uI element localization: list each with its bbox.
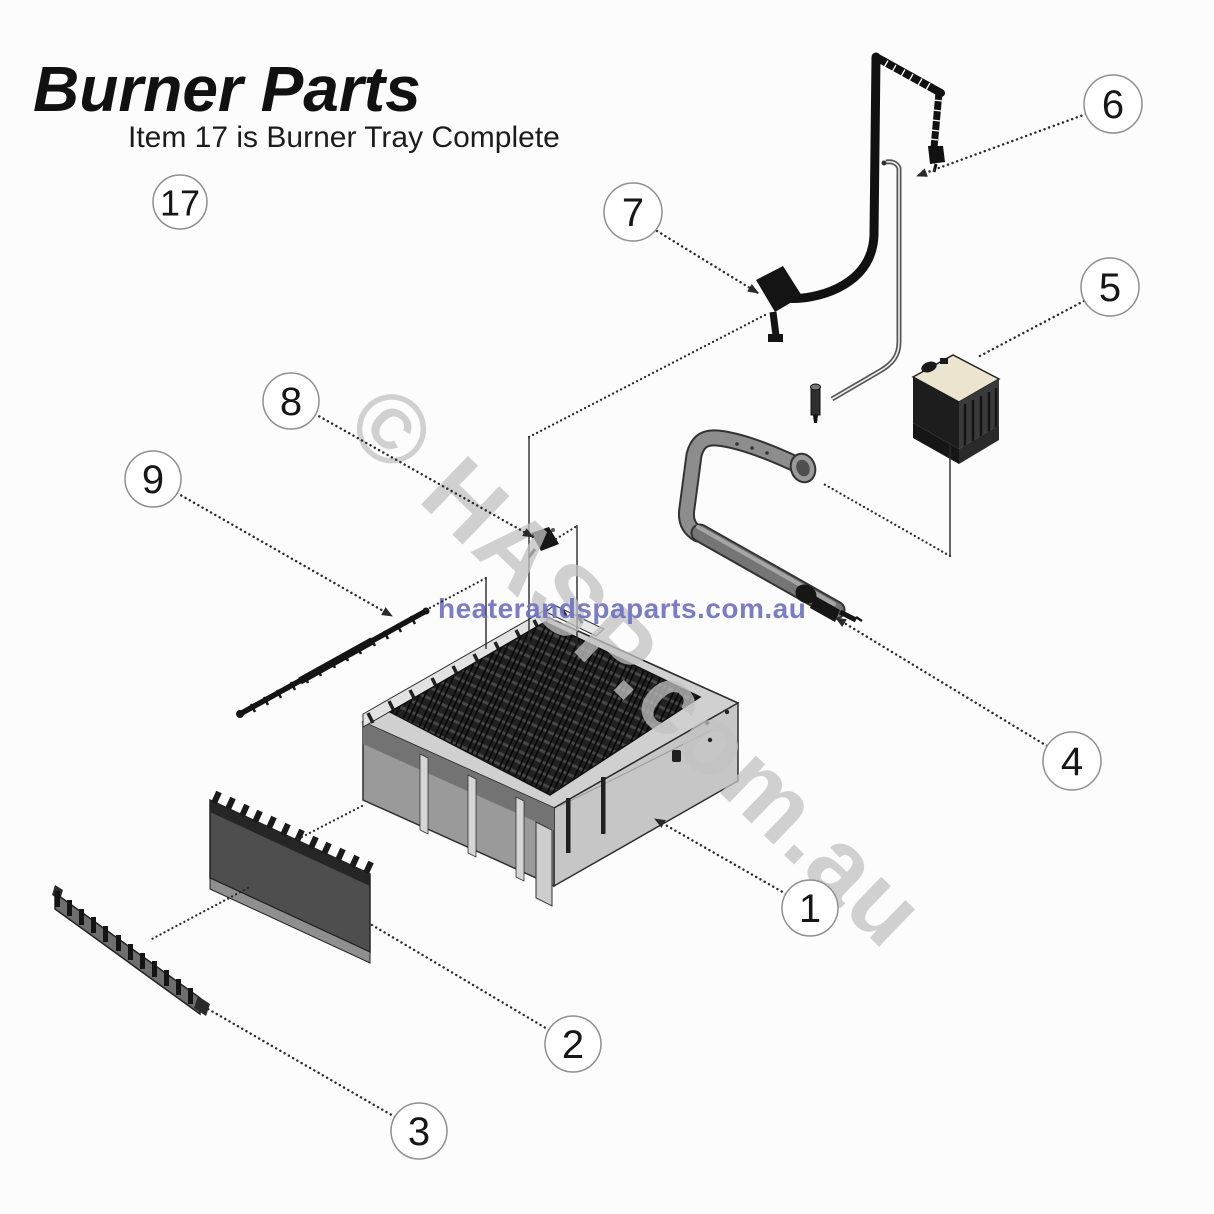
gas-valve-part [911,354,1001,464]
callout-9: 9 [124,450,182,508]
callout-5: 5 [1080,257,1140,317]
burner-tubes [388,621,702,796]
callout-7: 7 [603,182,663,242]
pilot-tube-part [810,159,902,423]
leader-line-1 [653,817,788,896]
leader-line-7 [655,229,760,295]
leader-line-3 [206,1007,397,1119]
svg-text:7: 7 [622,191,644,235]
svg-text:9: 9 [142,458,164,502]
flame-strip-panel-part [209,790,374,964]
callout-2: 2 [544,1015,602,1073]
leader-line-9 [175,491,394,618]
website-watermark: heaterandspaparts.com.au [438,593,806,624]
igniter-bracket [756,266,802,342]
leader-line-6 [915,112,1088,178]
burner-tray-part [361,604,740,907]
page-subtitle: Item 17 is Burner Tray Complete [128,121,560,154]
manifold-part [677,429,863,623]
pilot-rod-part [236,607,430,718]
leader-line-2 [370,923,551,1032]
svg-text:6: 6 [1102,83,1124,127]
callout-3: 3 [390,1102,448,1160]
svg-text:2: 2 [562,1023,584,1067]
svg-text:4: 4 [1061,740,1083,784]
spark-electrode-part [527,527,559,558]
copyright-watermark: © HASP.com.au [327,364,947,968]
svg-text:1: 1 [799,887,821,931]
leader-line-4 [834,616,1049,748]
svg-text:3: 3 [408,1110,430,1154]
projection-lines [485,437,951,649]
igniter-lead-part [756,52,945,342]
svg-text:8: 8 [280,380,302,424]
callout-17: 17 [152,174,208,230]
svg-text:17: 17 [160,183,200,224]
callout-6: 6 [1083,74,1143,134]
leader-lines [175,112,1088,1119]
comb-strip-part [52,885,210,1016]
svg-text:5: 5 [1099,266,1121,310]
leader-line-5 [976,299,1086,359]
callout-4: 4 [1042,731,1102,791]
callouts: 17 7 6 5 8 9 4 [124,74,1143,1160]
page-title: Burner Parts [33,53,421,125]
assembly-lines [148,313,952,942]
callout-1: 1 [781,879,839,937]
callout-8: 8 [262,372,320,430]
